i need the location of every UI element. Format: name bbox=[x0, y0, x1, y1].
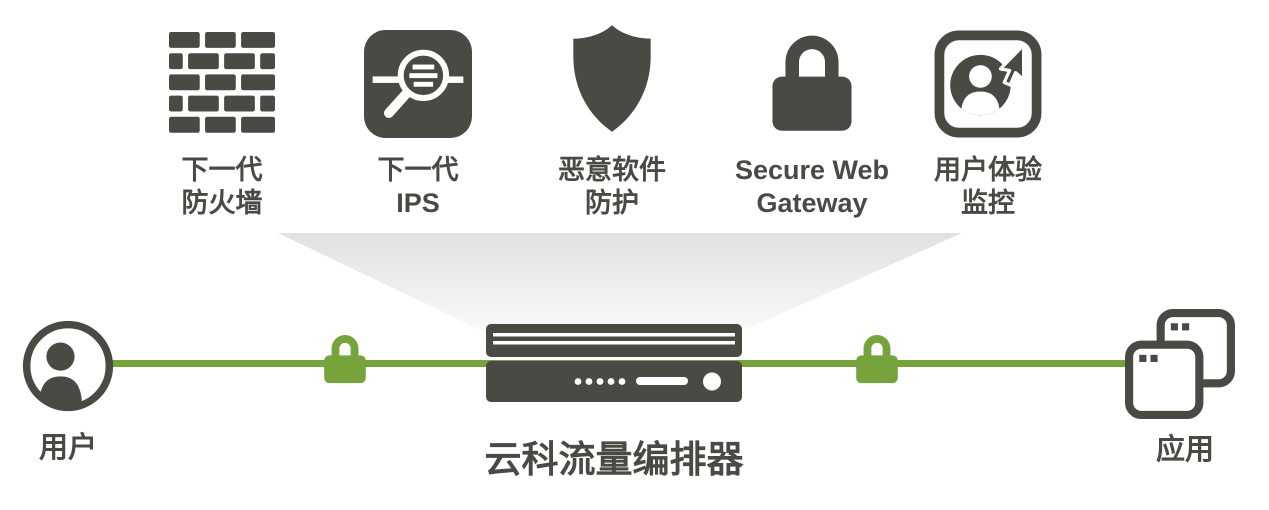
applications-label: 应用 bbox=[1155, 434, 1214, 466]
service-swg-label-line2: Gateway bbox=[756, 187, 868, 218]
service-ips-label-line2: IPS bbox=[396, 187, 440, 218]
service-malware-label: 恶意软件 防护 bbox=[558, 154, 666, 220]
service-swg: Secure Web Gateway bbox=[712, 22, 912, 220]
orchestrator-label: 云科流量编排器 bbox=[484, 439, 744, 480]
service-firewall-label: 下一代 防火墙 bbox=[182, 154, 263, 220]
service-malware-label-line2: 防护 bbox=[585, 187, 639, 218]
service-uem-label: 用户体验 监控 bbox=[934, 154, 1042, 220]
service-malware-label-line1: 恶意软件 bbox=[558, 155, 666, 185]
service-swg-label-line1: Secure Web bbox=[734, 155, 890, 185]
user-experience-icon bbox=[934, 22, 1042, 138]
service-firewall-label-line2: 防火墙 bbox=[181, 187, 263, 218]
user-icon bbox=[21, 319, 115, 418]
service-swg-label: Secure Web Gateway bbox=[735, 154, 889, 220]
encryption-lock-right-icon bbox=[851, 330, 903, 391]
service-uem: 用户体验 监控 bbox=[888, 22, 1088, 220]
service-malware: 恶意软件 防护 bbox=[512, 22, 712, 220]
malware-shield-icon bbox=[557, 22, 667, 138]
service-uem-label-line1: 用户体验 bbox=[934, 155, 1042, 185]
service-ips-label-line1: 下一代 bbox=[377, 155, 459, 185]
secure-web-gateway-lock-icon bbox=[760, 22, 864, 138]
orchestrator-appliance-icon bbox=[486, 324, 742, 407]
firewall-icon bbox=[169, 22, 275, 138]
service-ips: 下一代 IPS bbox=[318, 22, 518, 220]
service-ips-label: 下一代 IPS bbox=[378, 154, 459, 220]
encryption-lock-left-icon bbox=[319, 330, 371, 391]
applications-icon bbox=[1124, 308, 1236, 425]
ips-magnifier-icon bbox=[364, 22, 472, 138]
service-firewall-label-line1: 下一代 bbox=[181, 155, 263, 185]
service-uem-label-line2: 监控 bbox=[961, 187, 1015, 218]
service-funnel-beam bbox=[278, 233, 962, 332]
service-firewall: 下一代 防火墙 bbox=[122, 22, 322, 220]
user-label: 用户 bbox=[38, 432, 97, 464]
